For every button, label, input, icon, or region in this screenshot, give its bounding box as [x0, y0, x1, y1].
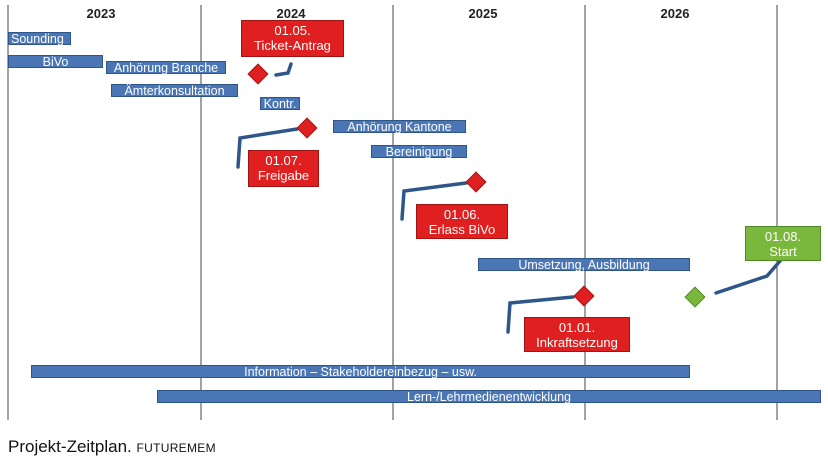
diamond-marker-start [684, 286, 706, 308]
year-label-2026: 2026 [660, 6, 690, 21]
year-label-2025: 2025 [468, 6, 498, 21]
bar-bereinigung: Bereinigung [371, 145, 467, 159]
connector-erlass-bivo [400, 181, 468, 221]
connector-inkraftsetzung [506, 295, 575, 334]
connector-start [714, 259, 782, 295]
milestone-inkraftsetzung: 01.01. Inkraftsetzung [524, 317, 630, 352]
caption-title: Projekt-Zeitplan. [8, 437, 132, 456]
diamond-marker-freigabe [296, 117, 318, 139]
bar-anhoerung-branche: Anhörung Branche [106, 61, 226, 75]
milestone-start: 01.08. Start [745, 226, 821, 261]
bar-kontr: Kontr. [260, 97, 300, 111]
bar-sounding: Sounding [8, 32, 71, 46]
year-label-2023: 2023 [86, 6, 116, 21]
milestone-label: Ticket-Antrag [254, 38, 331, 53]
connector-ticket-antrag [274, 62, 293, 77]
milestone-date: 01.01. [558, 320, 596, 335]
milestone-ticket-antrag: 01.05. Ticket-Antrag [241, 20, 344, 57]
bar-lern-lehrmedien: Lern-/Lehrmedienentwicklung [157, 390, 821, 404]
bar-umsetzung-ausbildung: Umsetzung, Ausbildung [478, 258, 690, 272]
diamond-marker-erlass-bivo [465, 171, 487, 193]
diamond-marker-ticket-antrag [247, 63, 269, 85]
figure-caption: Projekt-Zeitplan. FUTUREMEM [8, 437, 216, 457]
milestone-erlass-bivo: 01.06. Erlass BiVo [416, 204, 508, 239]
milestone-date: 01.08. [764, 229, 802, 244]
year-label-2024: 2024 [276, 6, 306, 21]
caption-brand: FUTUREMEM [136, 441, 216, 455]
milestone-label: Start [769, 244, 797, 259]
milestone-freigabe: 01.07. Freigabe [248, 150, 319, 187]
bar-information-stakeholder: Information – Stakeholdereinbezug – usw. [31, 365, 690, 379]
bar-anhoerung-kantone: Anhörung Kantone [333, 120, 466, 134]
milestone-label: Erlass BiVo [428, 222, 496, 237]
milestone-date: 01.05. [274, 23, 311, 38]
milestone-label: Inkraftsetzung [536, 335, 618, 350]
milestone-date: 01.07. [265, 153, 302, 168]
milestone-label: Freigabe [257, 168, 310, 183]
connector-freigabe [236, 127, 299, 169]
diamond-marker-inkraftsetzung [573, 285, 595, 307]
bar-bivo: BiVo [8, 55, 103, 69]
milestone-date: 01.06. [443, 207, 481, 222]
bar-aemterkonsultation: Ämterkonsultation [111, 84, 238, 98]
